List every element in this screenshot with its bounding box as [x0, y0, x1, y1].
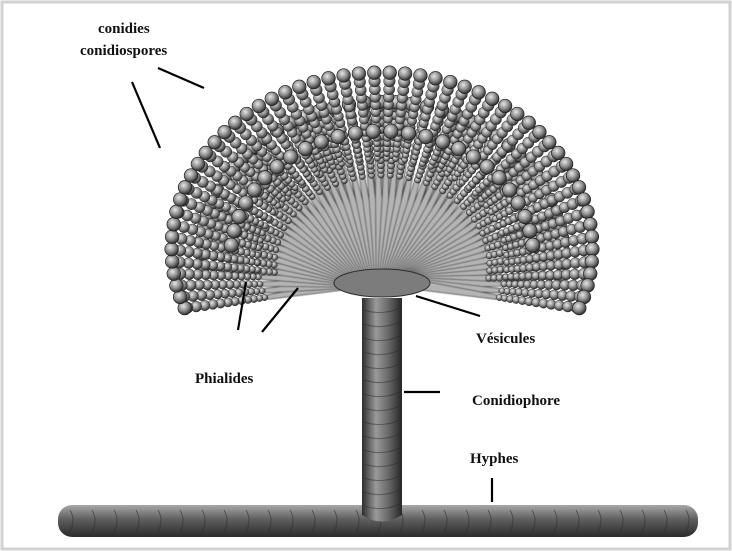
conidium [337, 69, 351, 83]
label-conidiophore: Conidiophore [472, 392, 560, 410]
conidium [472, 86, 486, 100]
conidium [451, 142, 465, 156]
conidium [383, 66, 397, 80]
conidium [511, 196, 525, 210]
conidium [586, 242, 600, 256]
vesicle [334, 269, 430, 297]
conidium [218, 125, 232, 139]
leader-line-vesicules [416, 296, 480, 316]
conidium [401, 126, 415, 140]
conidium [498, 99, 512, 113]
leader-line-conidies-2 [132, 82, 160, 148]
conidium [502, 183, 516, 197]
conidium [239, 196, 253, 210]
conidium [485, 92, 499, 106]
conidium [165, 255, 179, 269]
conidium [398, 67, 412, 81]
conidium [352, 67, 366, 81]
conidium [247, 183, 261, 197]
conidium [436, 135, 450, 149]
conidium [228, 116, 242, 130]
conidium [577, 193, 591, 207]
conidium [584, 218, 598, 232]
conidium [165, 242, 179, 256]
conidium [170, 205, 184, 219]
conidium [224, 238, 238, 252]
conidium [444, 75, 458, 89]
conidium [270, 160, 284, 174]
conidium [585, 230, 599, 244]
conidium [331, 129, 345, 143]
conidium [573, 301, 587, 315]
conidium [480, 160, 494, 174]
conidium [283, 150, 297, 164]
conidium [265, 92, 279, 106]
conidium [208, 136, 222, 150]
conidium [543, 136, 557, 150]
conidium [533, 125, 547, 139]
conidium [583, 267, 597, 281]
conidium [167, 218, 181, 232]
conidium [232, 210, 246, 224]
conidium [279, 86, 293, 100]
conidium [165, 230, 179, 244]
conidiophore-stalk [362, 298, 402, 522]
label-hyphes: Hyphes [470, 450, 518, 468]
conidium [384, 124, 398, 138]
conidium [258, 171, 272, 185]
label-conidiospores: conidiospores [80, 42, 167, 60]
conidium [314, 135, 328, 149]
conidium [458, 80, 472, 94]
label-vesicules: Vésicules [476, 330, 535, 348]
conidium [366, 124, 380, 138]
conidium [298, 142, 312, 156]
leader-line-conidies-1 [158, 68, 204, 88]
conidium [368, 66, 382, 80]
conidium [307, 75, 321, 89]
conidium [581, 205, 595, 219]
conidium [585, 255, 599, 269]
conidium [572, 181, 586, 195]
conidium [252, 99, 266, 113]
conidium [523, 224, 537, 238]
conidium [227, 224, 241, 238]
label-phialides: Phialides [195, 370, 253, 388]
conidium [173, 193, 187, 207]
conidium [518, 210, 532, 224]
conidium [167, 267, 181, 281]
conidium [466, 150, 480, 164]
conidium [170, 279, 184, 293]
conidium [526, 238, 540, 252]
conidium [429, 72, 443, 86]
conidium [293, 80, 307, 94]
conidium [240, 107, 254, 121]
conidium [419, 129, 433, 143]
conidium [322, 72, 336, 86]
conidium [199, 146, 213, 160]
conidium [348, 126, 362, 140]
label-conidies: conidies [98, 20, 150, 38]
conidium [511, 107, 525, 121]
conidium [492, 171, 506, 185]
conidium [414, 69, 428, 83]
conidium [522, 116, 536, 130]
